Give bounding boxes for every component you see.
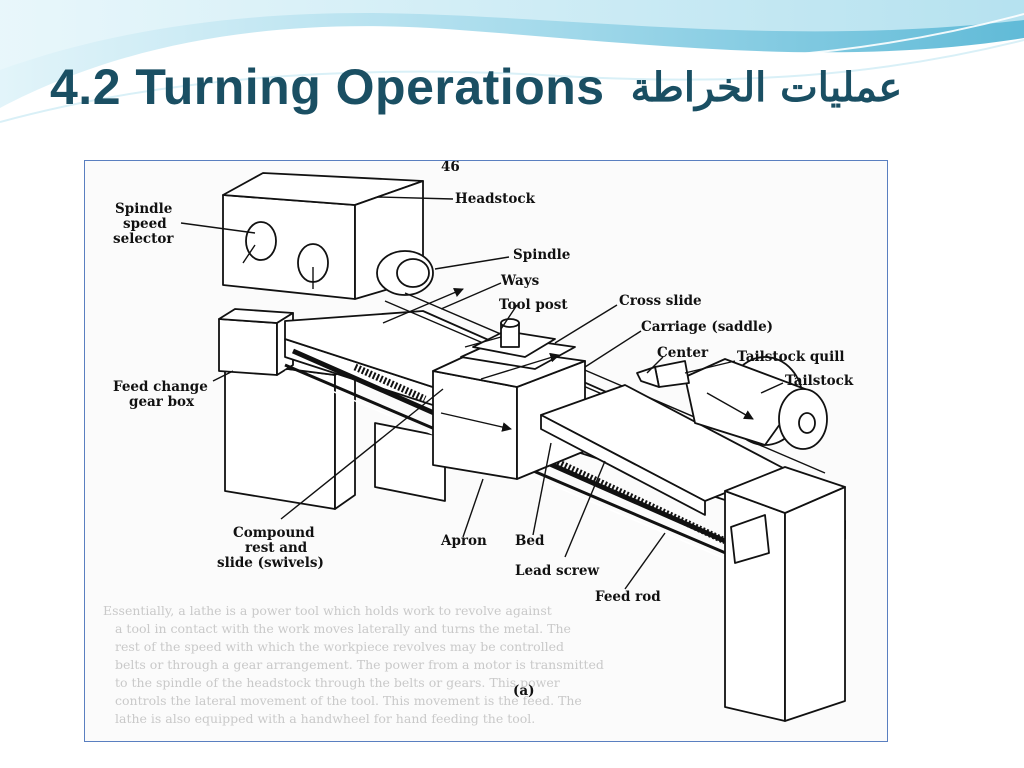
label-tailstock-quill: Tailstock quill	[737, 349, 845, 365]
ghost-line-1: Essentially, a lathe is a power tool whi…	[103, 603, 552, 618]
label-spindle-speed-1: Spindle	[115, 201, 172, 217]
label-compound-3: slide (swivels)	[217, 555, 324, 571]
left-base-front	[224, 360, 336, 510]
leader-feed-change	[212, 370, 234, 382]
apron-arrow	[440, 412, 512, 432]
leader-spindle	[434, 256, 510, 270]
slide-title: 4.2 Turning Operations عمليات الخراطة	[50, 52, 970, 122]
label-cross-slide: Cross slide	[619, 293, 702, 309]
ghost-line-7: lathe is also equipped with a handwheel …	[115, 711, 535, 726]
label-feed-change-2: gear box	[129, 394, 195, 410]
spindle-nose	[396, 258, 430, 288]
label-apron: Apron	[440, 533, 487, 549]
figure-caption: (a)	[513, 683, 535, 699]
leader-tailstock	[760, 382, 784, 394]
ghost-line-3: rest of the speed with which the workpie…	[115, 639, 564, 654]
leader-compound	[280, 388, 444, 520]
speed-knob-1	[245, 221, 277, 261]
ghost-line-2: a tool in contact with the work moves la…	[115, 621, 571, 636]
bleed-through-text: Essentially, a lathe is a power tool whi…	[103, 603, 604, 726]
tailstock-arrow	[706, 392, 754, 420]
label-feed-rod: Feed rod	[595, 589, 661, 605]
header-wave-decoration	[0, 0, 1024, 123]
label-tool-post: Tool post	[499, 297, 568, 313]
ways-arrow	[382, 287, 464, 324]
label-bed: Bed	[515, 533, 545, 549]
label-headstock: Headstock	[455, 191, 536, 207]
right-leg-side	[784, 486, 846, 722]
tailstock-quill-shape	[654, 360, 690, 388]
lead-screw-thread-1	[353, 363, 427, 403]
label-compound-1: Compound	[233, 525, 315, 541]
leader-tool-post	[500, 304, 518, 330]
cutting-tool	[464, 336, 502, 348]
label-spindle: Spindle	[513, 247, 570, 263]
leader-lines	[180, 196, 784, 590]
cross-slide-arrow	[480, 352, 560, 380]
leader-center	[646, 356, 664, 374]
leader-feed-rod	[624, 532, 666, 590]
leader-tailstock-quill	[684, 360, 736, 374]
ghost-line-5: to the spindle of the headstock through …	[115, 675, 560, 690]
apron-front	[432, 370, 518, 480]
speed-lever-1	[242, 244, 256, 264]
label-feed-change-1: Feed change	[113, 379, 208, 395]
label-compound-2: rest and	[245, 540, 308, 556]
leader-cross-slide	[554, 304, 618, 344]
title-english: 4.2 Turning Operations	[50, 59, 605, 115]
label-spindle-speed-2: speed	[123, 216, 167, 232]
label-ways: Ways	[500, 273, 540, 289]
leader-apron	[462, 478, 484, 538]
bed-support	[374, 422, 446, 502]
lathe-diagram: Essentially, a lathe is a power tool whi…	[103, 161, 854, 726]
lathe-figure: Essentially, a lathe is a power tool whi…	[84, 160, 888, 742]
end-bracket	[730, 514, 770, 564]
label-center: Center	[657, 345, 709, 361]
leader-spindle-speed	[180, 222, 256, 234]
labels: Headstock Spindle speed selector Spindle…	[113, 191, 854, 699]
lathe-machine-drawing	[218, 172, 846, 722]
right-leg-top	[724, 466, 846, 514]
left-base-side	[334, 360, 356, 510]
ghost-line-4: belts or through a gear arrangement. The…	[115, 657, 604, 672]
leader-ways	[440, 282, 502, 310]
ghost-line-6: controls the lateral movement of the too…	[115, 693, 582, 708]
center-point	[636, 366, 660, 388]
leader-headstock	[376, 196, 454, 200]
leader-carriage	[584, 330, 642, 368]
leader-lead-screw	[564, 460, 606, 558]
label-tailstock: Tailstock	[785, 373, 854, 389]
tailstock-handwheel-hub	[798, 412, 816, 434]
bed-right-front	[540, 414, 706, 516]
title-arabic: عمليات الخراطة	[630, 63, 903, 111]
leader-bed	[532, 442, 552, 536]
label-carriage: Carriage (saddle)	[641, 319, 773, 335]
headstock-front	[222, 194, 356, 300]
page-number: 46	[441, 161, 460, 175]
label-spindle-speed-3: selector	[113, 231, 174, 247]
label-lead-screw: Lead screw	[515, 563, 599, 579]
gearbox-front	[218, 318, 278, 376]
